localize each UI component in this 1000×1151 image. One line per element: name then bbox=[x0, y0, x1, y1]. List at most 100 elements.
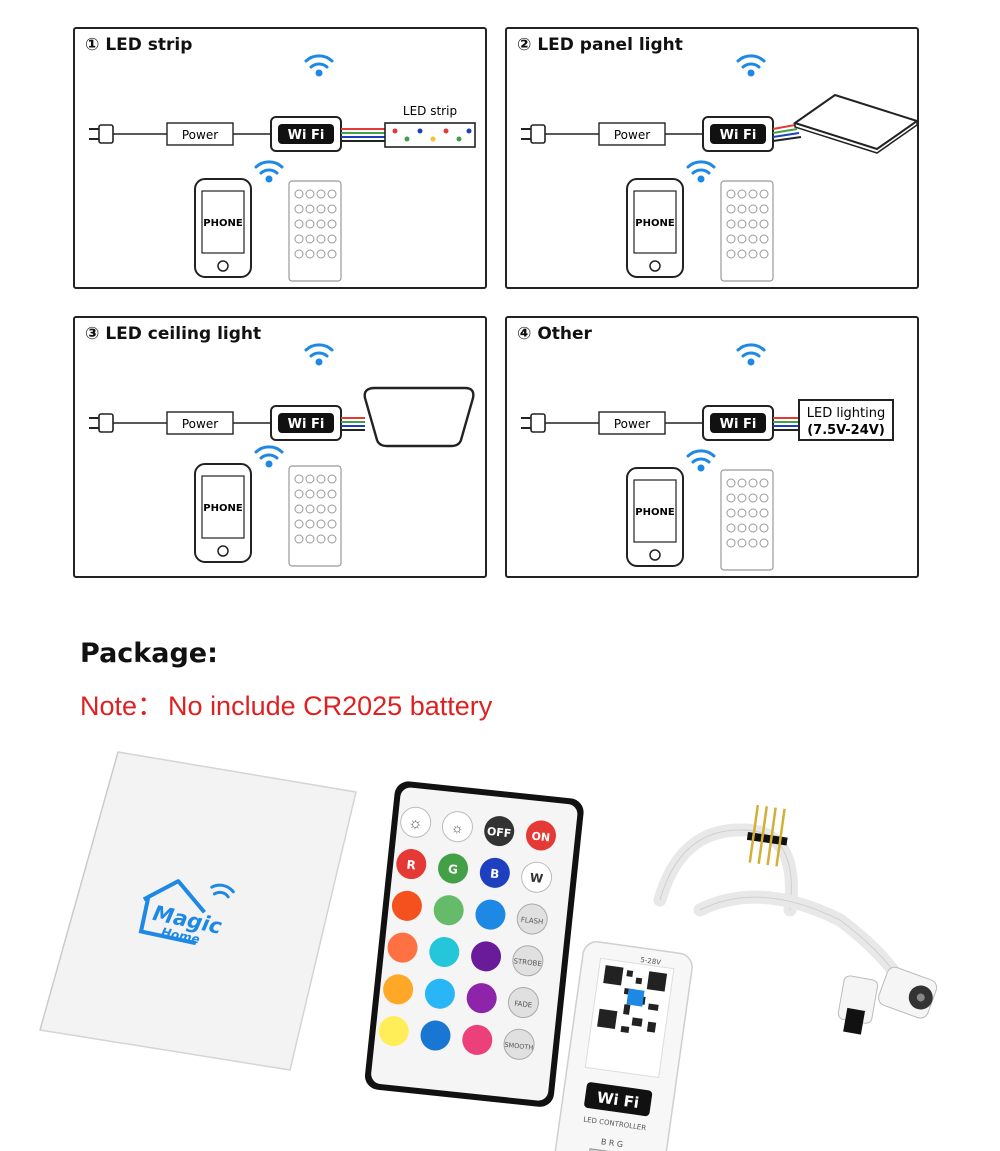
panel-number: ③ bbox=[85, 324, 100, 344]
svg-text:OFF: OFF bbox=[486, 825, 512, 840]
blue-button: B bbox=[479, 857, 510, 888]
phone-label: PHONE bbox=[635, 507, 675, 518]
smooth-button: SMOOTH bbox=[503, 1028, 535, 1060]
red-button: R bbox=[396, 849, 427, 880]
panel-title-text: Other bbox=[537, 324, 592, 344]
panel-title-text: LED ceiling light bbox=[105, 324, 262, 344]
color-button bbox=[429, 936, 460, 967]
color-button bbox=[475, 899, 506, 930]
svg-text:G: G bbox=[447, 862, 458, 877]
power-label: Power bbox=[182, 128, 218, 142]
color-button bbox=[433, 895, 464, 926]
wifi-badge bbox=[584, 1082, 653, 1117]
power-label: Power bbox=[182, 417, 218, 431]
panel-light-icon bbox=[792, 93, 920, 154]
panel-led-panel-light: ② LED panel light Power Wi Fi bbox=[505, 27, 920, 289]
connection-diagram: Power Wi Fi PHONE bbox=[89, 343, 475, 567]
load-sub-label: (7.5V-24V) bbox=[807, 423, 885, 438]
wifi-signal-icon bbox=[254, 445, 284, 468]
off-button: OFF bbox=[484, 816, 515, 847]
on-button: ON bbox=[525, 820, 556, 851]
wifi-signal-icon bbox=[686, 160, 716, 183]
wifi-signal-icon bbox=[736, 54, 766, 77]
color-button bbox=[391, 890, 422, 921]
led-lighting-box: LED lighting (7.5V-24V) bbox=[798, 399, 894, 441]
wifi-label: Wi Fi bbox=[720, 417, 757, 432]
dc-jack-connector bbox=[878, 966, 938, 1019]
power-label: Power bbox=[614, 128, 650, 142]
panel-other: ④ Other Power Wi Fi LED lighting (7.5V-2… bbox=[505, 316, 919, 578]
connection-diagram: Power Wi Fi LED strip bbox=[89, 54, 476, 282]
color-button bbox=[424, 978, 455, 1009]
rgb-wires bbox=[773, 417, 799, 431]
wifi-signal-icon bbox=[304, 54, 334, 77]
remote-icon bbox=[288, 465, 342, 567]
remote-icon bbox=[720, 180, 774, 282]
fade-button: FADE bbox=[507, 987, 539, 1019]
panel-title-text: LED strip bbox=[105, 35, 193, 55]
wifi-label: Wi Fi bbox=[288, 417, 325, 432]
controller-rgb: B R G bbox=[600, 1137, 623, 1149]
package-note: Note：No include CR2025 battery bbox=[80, 684, 496, 723]
rgb-plug-connector bbox=[837, 975, 879, 1035]
color-button bbox=[420, 1020, 451, 1051]
wifi-signal-icon bbox=[736, 343, 766, 366]
phone-label: PHONE bbox=[203, 218, 243, 229]
plug-icon bbox=[89, 413, 114, 433]
svg-text:STROBE: STROBE bbox=[513, 957, 542, 968]
panel-title-text: LED panel light bbox=[537, 35, 683, 55]
connection-diagram: Power Wi Fi LED lighting (7.5V-24V) bbox=[521, 343, 894, 571]
package-contents: Magic Home ☼ ☼ OFF ON R G B W FLASH STRO… bbox=[39, 751, 938, 1151]
svg-text:SMOOTH: SMOOTH bbox=[504, 1041, 534, 1052]
flash-button: FLASH bbox=[516, 903, 548, 935]
panel-title: ③ LED ceiling light bbox=[85, 324, 261, 344]
controller-voltage: 5-28V bbox=[640, 956, 662, 967]
svg-text:R: R bbox=[406, 858, 417, 873]
plug-icon bbox=[89, 124, 114, 144]
panel-title: ① LED strip bbox=[85, 35, 192, 55]
load-label: LED strip bbox=[403, 104, 457, 118]
panel-number: ① bbox=[85, 35, 100, 55]
panel-title: ② LED panel light bbox=[517, 35, 683, 55]
phone-icon: PHONE bbox=[626, 178, 684, 278]
wifi-signal-icon bbox=[686, 449, 716, 472]
phone-label: PHONE bbox=[635, 218, 675, 229]
color-button bbox=[378, 1016, 409, 1047]
manual-booklet: Magic Home bbox=[39, 751, 357, 1071]
color-button bbox=[471, 941, 502, 972]
color-button bbox=[383, 974, 414, 1005]
wifi-controller: Wi Fi bbox=[270, 405, 342, 441]
four-pin-connector bbox=[746, 804, 788, 867]
color-button bbox=[466, 983, 497, 1014]
rgb-wires bbox=[341, 417, 365, 431]
phone-label: PHONE bbox=[203, 503, 243, 514]
wifi-controller-device: 5-28V Wi Fi LED CONTROLLER B R G bbox=[554, 823, 938, 1151]
wifi-label: Wi Fi bbox=[720, 128, 757, 143]
brightness-down-button: ☼ bbox=[441, 811, 473, 843]
panel-number: ④ bbox=[517, 324, 532, 344]
wifi-controller: Wi Fi bbox=[702, 405, 774, 441]
wifi-signal-icon bbox=[304, 343, 334, 366]
plug-icon bbox=[521, 124, 546, 144]
wifi-signal-icon bbox=[254, 160, 284, 183]
color-button bbox=[462, 1024, 493, 1055]
power-label: Power bbox=[614, 417, 650, 431]
rgb-wires bbox=[341, 128, 385, 142]
wifi-controller: Wi Fi bbox=[270, 116, 342, 152]
svg-text:W: W bbox=[529, 871, 544, 886]
load-label: LED lighting bbox=[807, 406, 886, 421]
green-button: G bbox=[438, 853, 469, 884]
remote-icon bbox=[288, 180, 342, 282]
phone-icon: PHONE bbox=[194, 178, 252, 278]
qr-code-icon bbox=[597, 965, 668, 1033]
panel-number: ② bbox=[517, 35, 532, 55]
color-button bbox=[387, 932, 418, 963]
controller-label: Wi Fi bbox=[596, 1088, 640, 1112]
note-prefix: Note： bbox=[80, 691, 165, 721]
svg-text:☼: ☼ bbox=[407, 815, 423, 833]
panel-led-ceiling-light: ③ LED ceiling light Power Wi Fi bbox=[73, 316, 487, 578]
wifi-controller: Wi Fi bbox=[702, 116, 774, 152]
panel-title: ④ Other bbox=[517, 324, 592, 344]
remote-icon bbox=[720, 469, 774, 571]
svg-text:☼: ☼ bbox=[450, 819, 464, 836]
